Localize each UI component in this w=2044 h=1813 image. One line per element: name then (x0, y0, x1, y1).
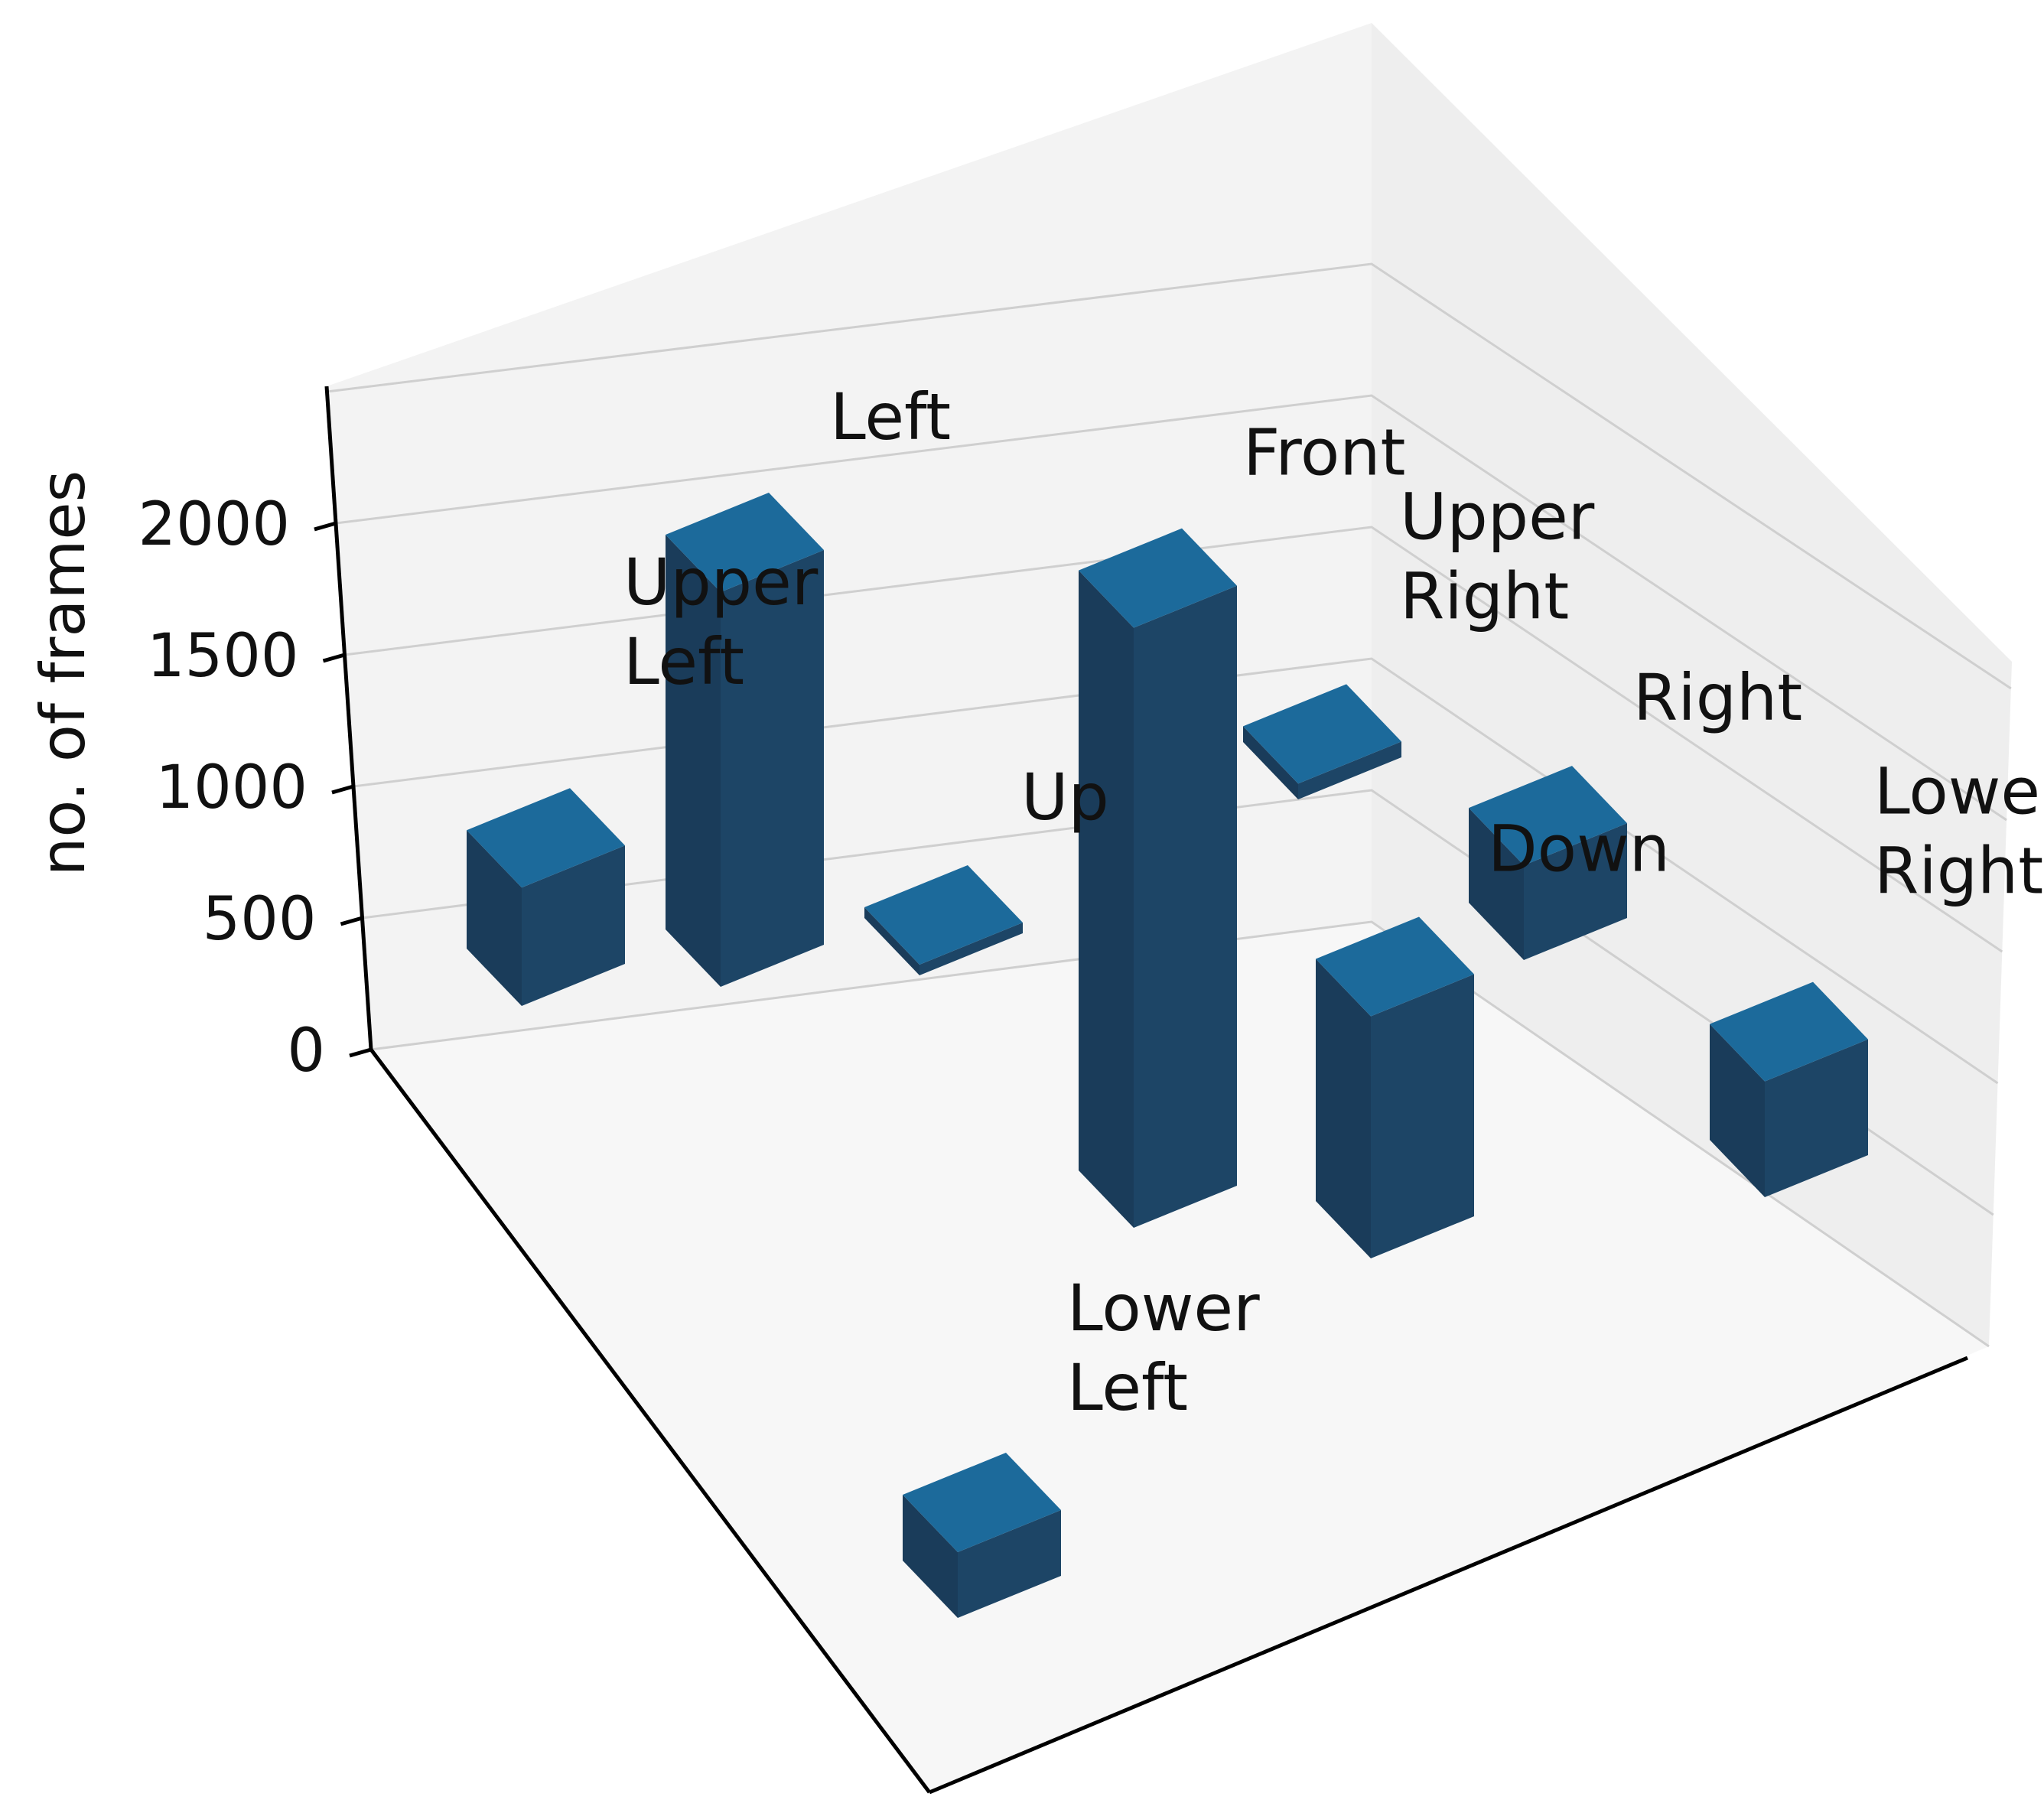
bar-label-line: Lower (1067, 1271, 1260, 1346)
bar-top (864, 865, 1023, 965)
bar-lower-right (1710, 981, 1868, 1197)
bar-side-left (1243, 726, 1298, 799)
z-tick-2000 (314, 521, 337, 532)
bar-label-line: Left (1067, 1350, 1188, 1425)
bar-side-left (864, 907, 919, 975)
gridline-2500 (327, 262, 2012, 690)
bar-down (1316, 916, 1474, 1258)
bar-lower-left (903, 1453, 1061, 1618)
bar-right (1469, 766, 1627, 960)
bar-side-left (666, 535, 721, 987)
bar-label-front: Front (1243, 415, 1405, 490)
bar-label-up: Up (1021, 760, 1109, 835)
bar-label-down: Down (1488, 812, 1670, 887)
floor-pane (371, 922, 1989, 1792)
bar-label-line: Upper (623, 545, 819, 620)
bar-side-right (919, 923, 1023, 975)
bar-label-right: Right (1633, 660, 1802, 735)
bar-side-left (903, 1495, 958, 1618)
bar-side-right (721, 550, 824, 987)
bar-label-line: Lower (1874, 754, 2044, 829)
bar-upper-left (467, 788, 625, 1006)
bar-label-line: Front (1243, 415, 1405, 490)
bar-side-right (1298, 741, 1401, 799)
gridline-0 (370, 920, 1990, 1348)
z-axis-line (324, 386, 373, 1050)
bar-side-left (467, 830, 522, 1006)
bar-up (864, 865, 1023, 975)
bar-upper-right (1243, 684, 1401, 799)
bar-top (1469, 766, 1627, 866)
z-tick-label-0: 0 (287, 1017, 325, 1086)
right-wall-pane (1372, 23, 2012, 1346)
bar-label-line: Upper (1400, 479, 1595, 554)
bar-label-line: Right (1400, 558, 1569, 633)
bar-top (1710, 981, 1868, 1082)
bar-label-line: Right (1874, 834, 2043, 909)
z-tick-1500 (322, 653, 346, 663)
bar-side-right (1371, 974, 1474, 1258)
bar-label-line: Up (1021, 760, 1109, 835)
bar-top (1243, 684, 1401, 784)
bar-side-right (1765, 1039, 1868, 1197)
bar-side-left (1079, 570, 1134, 1228)
bar-label-line: Left (830, 379, 951, 454)
bar-side-right (1134, 585, 1237, 1228)
y-axis-line (929, 1356, 1968, 1795)
x-axis-line (369, 1048, 931, 1794)
bar-side-left (1710, 1024, 1765, 1197)
bar-labels: UpperRightRightUpLeftUpperLeftLowerRight… (623, 379, 2044, 1425)
bar-side-left (1469, 808, 1524, 960)
bar-label-line: Right (1633, 660, 1802, 735)
bar-side-right (522, 845, 625, 1006)
bar-label-line: Down (1488, 812, 1670, 887)
bar-top (467, 788, 625, 888)
gridline-2000 (335, 394, 2007, 822)
bar-side-right (1524, 823, 1627, 960)
bar-top (903, 1453, 1061, 1552)
z-tick-500 (340, 916, 363, 926)
z-tick-0 (349, 1047, 372, 1058)
z-axis: 0 500 1000 1500 2000 (138, 386, 373, 1086)
bar-side-left (1316, 959, 1371, 1258)
z-axis-label: no. of frames (28, 470, 99, 877)
z-tick-label-1500: 1500 (147, 622, 299, 691)
z-tick-label-2000: 2000 (138, 490, 290, 559)
bar-label-line: Left (623, 624, 744, 699)
bar-top (666, 493, 824, 592)
bar-left (666, 493, 824, 987)
bar-top (1079, 528, 1237, 628)
z-tick-label-1000: 1000 (155, 754, 308, 822)
bar-side-right (958, 1510, 1061, 1618)
bar-front (1079, 528, 1237, 1228)
bars (467, 493, 1868, 1618)
bar-top (1316, 916, 1474, 1017)
bar-label-left: Left (830, 379, 951, 454)
z-tick-1000 (331, 784, 354, 795)
z-tick-label-500: 500 (203, 885, 317, 954)
bar-label-lower-right: LowerRight (1874, 754, 2044, 909)
